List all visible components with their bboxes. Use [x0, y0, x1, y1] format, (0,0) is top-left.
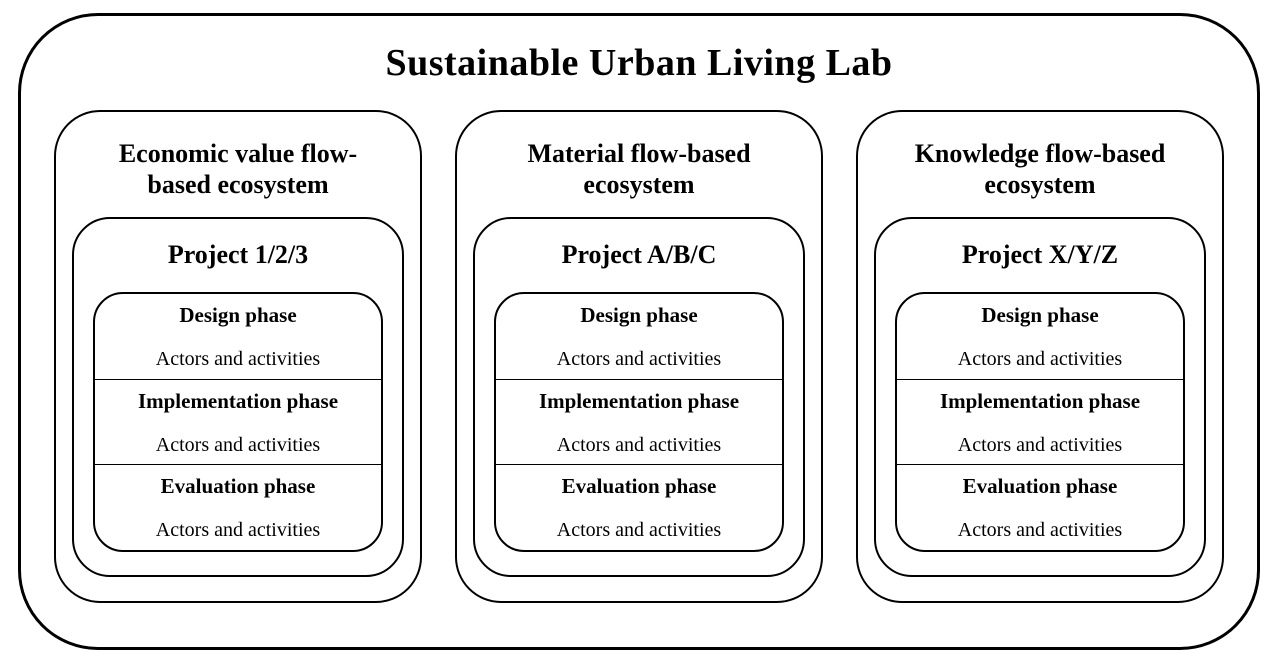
project-title: Project X/Y/Z	[961, 240, 1119, 269]
phase-section-design: Design phase Actors and activities	[496, 294, 782, 379]
phase-title: Design phase	[580, 303, 698, 327]
phase-title: Design phase	[179, 303, 297, 327]
project-box: Project X/Y/Z Design phase Actors and ac…	[874, 217, 1206, 577]
ecosystem-title: Knowledge flow-based ecosystem	[858, 138, 1222, 200]
ecosystem-box-material: Material flow-based ecosystem Project A/…	[455, 110, 823, 603]
phase-section-design: Design phase Actors and activities	[897, 294, 1183, 379]
phase-title: Evaluation phase	[561, 474, 717, 499]
phase-content: Actors and activities	[957, 519, 1123, 542]
ecosystem-row: Economic value flow- based ecosystem Pro…	[21, 110, 1257, 603]
phase-section-implementation: Implementation phase Actors and activiti…	[496, 378, 782, 465]
ecosystem-title: Material flow-based ecosystem	[457, 138, 821, 200]
phase-content: Actors and activities	[556, 519, 722, 542]
project-title: Project 1/2/3	[167, 240, 309, 269]
ecosystem-title-line2: based ecosystem	[147, 170, 329, 199]
ecosystem-title-line2: ecosystem	[583, 170, 695, 199]
phase-section-evaluation: Evaluation phase Actors and activities	[897, 464, 1183, 550]
phase-title: Implementation phase	[538, 388, 740, 413]
phase-title: Implementation phase	[137, 388, 339, 413]
phase-content: Actors and activities	[155, 348, 321, 370]
ecosystem-box-knowledge: Knowledge flow-based ecosystem Project X…	[856, 110, 1224, 603]
phase-title: Implementation phase	[939, 388, 1141, 413]
phases-box: Design phase Actors and activities Imple…	[93, 292, 383, 552]
phase-content: Actors and activities	[155, 433, 321, 456]
ecosystem-title-line1: Material flow-based	[527, 139, 751, 168]
project-box: Project A/B/C Design phase Actors and ac…	[473, 217, 805, 577]
ecosystem-title: Economic value flow- based ecosystem	[56, 138, 420, 200]
ecosystem-box-economic: Economic value flow- based ecosystem Pro…	[54, 110, 422, 603]
phase-section-evaluation: Evaluation phase Actors and activities	[95, 464, 381, 550]
ecosystem-title-line1: Knowledge flow-based	[914, 139, 1166, 168]
phase-section-implementation: Implementation phase Actors and activiti…	[95, 378, 381, 465]
lab-title: Sustainable Urban Living Lab	[385, 42, 893, 84]
phase-title: Design phase	[981, 303, 1099, 327]
phases-box: Design phase Actors and activities Imple…	[895, 292, 1185, 552]
project-box: Project 1/2/3 Design phase Actors and ac…	[72, 217, 404, 577]
phase-content: Actors and activities	[155, 519, 321, 542]
phase-title: Evaluation phase	[962, 474, 1118, 499]
ecosystem-title-line2: ecosystem	[984, 170, 1096, 199]
ecosystem-title-line1: Economic value flow-	[118, 139, 358, 168]
project-title: Project A/B/C	[561, 240, 717, 269]
phase-section-design: Design phase Actors and activities	[95, 294, 381, 379]
phase-content: Actors and activities	[556, 433, 722, 456]
phase-title: Evaluation phase	[160, 474, 316, 499]
phase-section-evaluation: Evaluation phase Actors and activities	[496, 464, 782, 550]
phase-content: Actors and activities	[957, 433, 1123, 456]
phase-section-implementation: Implementation phase Actors and activiti…	[897, 378, 1183, 465]
phase-content: Actors and activities	[556, 348, 722, 370]
phases-box: Design phase Actors and activities Imple…	[494, 292, 784, 552]
phase-content: Actors and activities	[957, 348, 1123, 370]
lab-box: Sustainable Urban Living Lab Economic va…	[18, 13, 1260, 650]
